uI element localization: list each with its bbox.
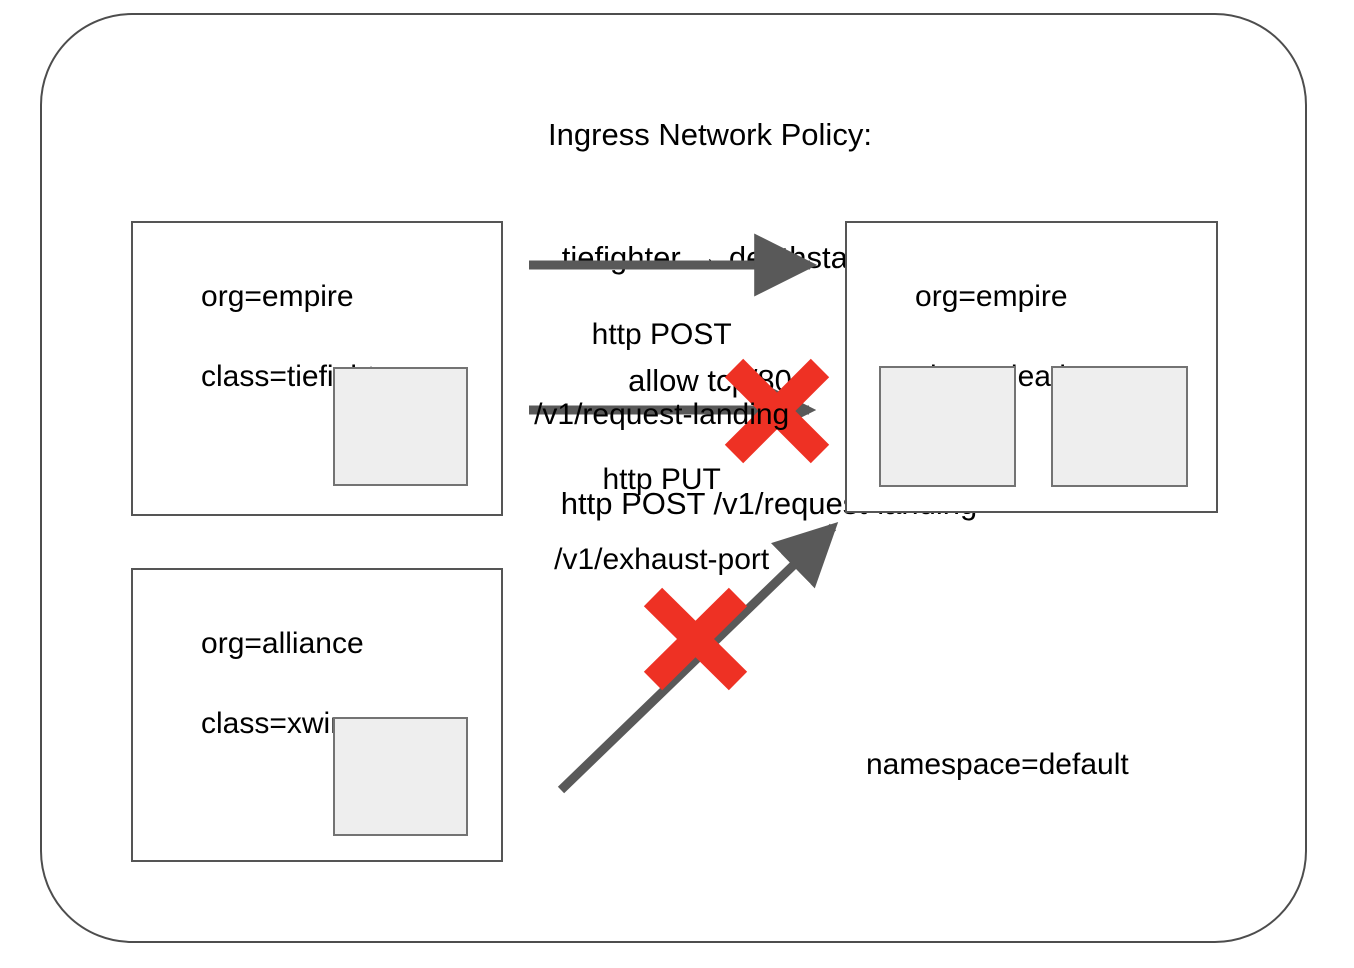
- flow-label-post-path: /v1/request-landing: [534, 398, 790, 431]
- endpoint-label-org-tiefighter: org=empire: [201, 280, 354, 313]
- pod-icon-deathstar-2: [1051, 366, 1188, 487]
- endpoint-box-tiefighter: org=empire class=tiefighter: [131, 221, 503, 516]
- pod-icon-deathstar-1: [879, 366, 1016, 487]
- pod-icon-xwing-1: [333, 717, 468, 836]
- endpoint-labels-xwing: org=alliance class=xwing: [151, 584, 364, 784]
- flow-label-put-path: /v1/exhaust-port: [554, 543, 770, 576]
- flow-label-put-exhaust-port: http PUT /v1/exhaust-port: [480, 420, 810, 620]
- endpoint-label-org-deathstar: org=empire: [915, 280, 1068, 313]
- flow-label-post-method: http POST: [591, 318, 732, 351]
- endpoint-box-xwing: org=alliance class=xwing: [131, 568, 503, 862]
- pod-icon-tiefighter-1: [333, 367, 468, 486]
- endpoint-box-deathstar: org=empire class=deathstar: [845, 221, 1218, 513]
- namespace-boundary: [40, 13, 1307, 943]
- flow-label-put-method: http PUT: [602, 463, 721, 496]
- endpoint-label-org-xwing: org=alliance: [201, 627, 364, 660]
- policy-title-line-1: Ingress Network Policy:: [548, 117, 872, 152]
- namespace-label: namespace=default: [866, 748, 1129, 781]
- flow-label-post-request-landing: http POST /v1/request-landing: [480, 275, 810, 475]
